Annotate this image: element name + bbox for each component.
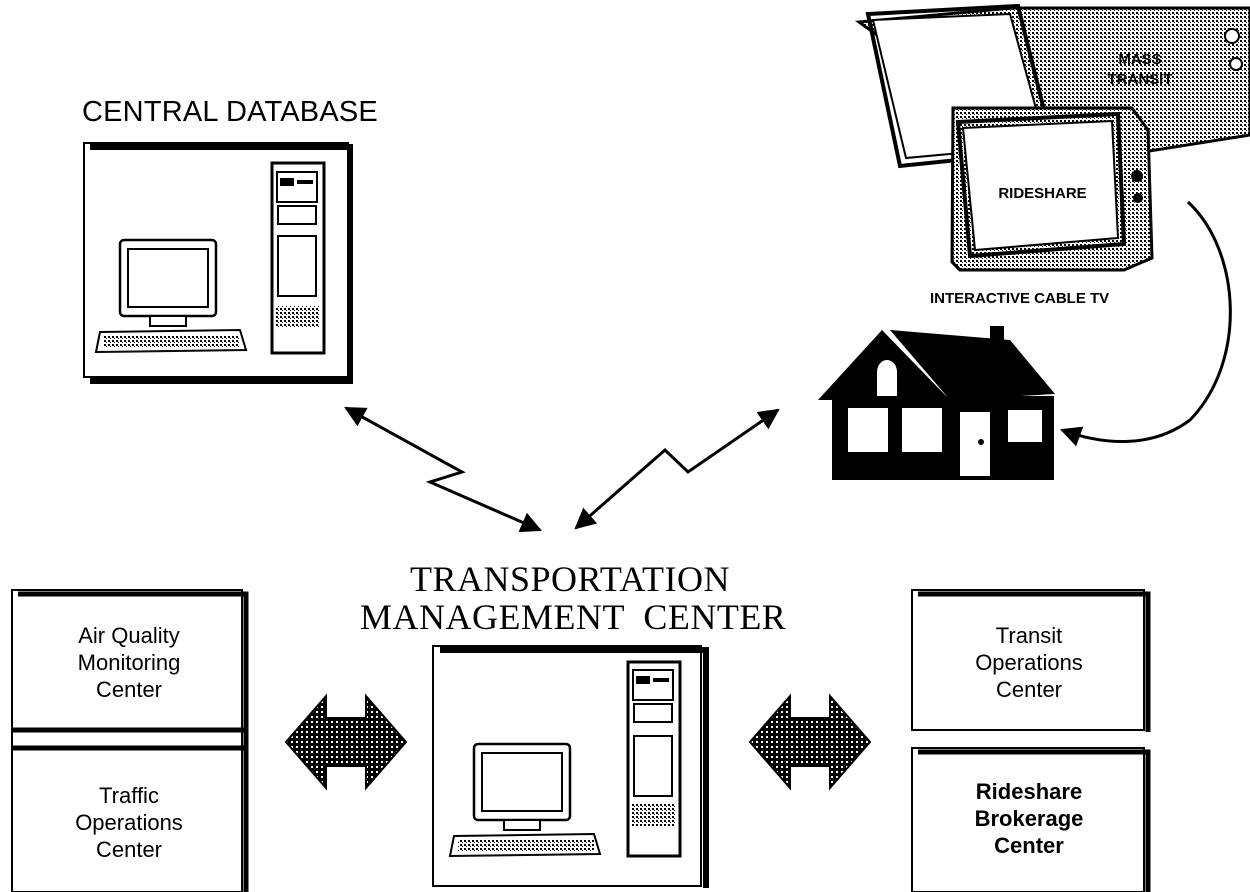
transit-line-3: Center (995, 677, 1063, 702)
rideshare-line-2: Brokerage (974, 806, 1084, 831)
tv-front-icon (950, 106, 1154, 272)
right-double-arrow (748, 693, 872, 791)
tv-back-line-2: TRANSIT (1107, 71, 1173, 88)
rideshare-line-1: Rideshare (975, 779, 1083, 804)
air-quality-line-1: Air Quality (78, 623, 180, 648)
tv-to-house-arrow (1060, 200, 1232, 447)
traffic-operations-center-label: Traffic Operations Center (22, 782, 236, 863)
air-quality-line-3: Center (95, 677, 163, 702)
central-database-title: CENTRAL DATABASE (82, 96, 378, 128)
right-centers-frame (911, 589, 1151, 892)
tv-back-screen-label: MASS TRANSIT (1080, 50, 1200, 90)
air-quality-line-2: Monitoring (77, 650, 181, 675)
tmc-title: TRANSPORTATION MANAGEMENT CENTER (360, 559, 787, 637)
tmc-title-line-2: MANAGEMENT CENTER (360, 597, 787, 637)
rideshare-brokerage-center-label: Rideshare Brokerage Center (922, 778, 1136, 859)
tv-back-line-1: MASS (1118, 51, 1162, 68)
traffic-line-1: Traffic (99, 783, 159, 808)
transit-operations-center-label: Transit Operations Center (922, 622, 1136, 703)
left-double-arrow (284, 693, 408, 791)
tv-front-screen-label: RIDESHARE (998, 185, 1087, 202)
transit-line-1: Transit (995, 623, 1063, 648)
database-to-tmc-link (344, 406, 542, 533)
cable-tv-caption: INTERACTIVE CABLE TV (930, 290, 1110, 307)
traffic-line-3: Center (95, 837, 163, 862)
transit-line-2: Operations (975, 650, 1083, 675)
left-centers-frame (11, 589, 249, 892)
tmc-title-line-1: TRANSPORTATION (410, 559, 730, 599)
central-database-computer-icon (94, 161, 326, 355)
rideshare-line-3: Center (994, 833, 1064, 858)
tmc-computer-icon (448, 660, 682, 858)
air-quality-center-label: Air Quality Monitoring Center (22, 622, 236, 703)
traffic-line-2: Operations (75, 810, 183, 835)
house-to-tmc-link (574, 408, 780, 530)
house-icon (818, 326, 1055, 480)
